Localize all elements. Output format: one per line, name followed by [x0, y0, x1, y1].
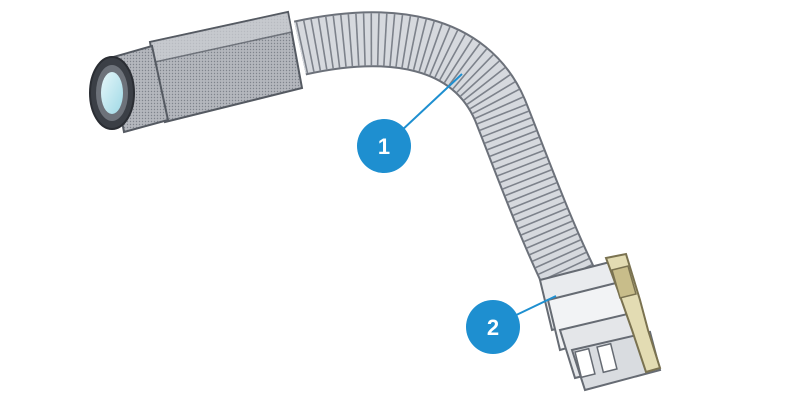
hose-rib: [452, 48, 488, 90]
hose-rib: [339, 14, 347, 67]
hose-rib: [434, 30, 459, 78]
hose-rib: [302, 20, 315, 72]
corrugated-hose: [293, 11, 601, 303]
hose-rib: [535, 245, 584, 269]
leader-line-1: [399, 73, 463, 133]
hose-rib: [376, 13, 380, 66]
hose-rib: [460, 60, 500, 97]
hose-rib: [332, 15, 341, 68]
hose-ribs: [295, 13, 595, 295]
hose-rib: [477, 103, 527, 125]
hose-rib: [456, 54, 494, 93]
hose-rib: [383, 13, 388, 66]
hose-rib: [310, 19, 322, 71]
hose-rib: [474, 96, 524, 120]
hose-rib: [505, 175, 555, 197]
hose-rib: [494, 149, 544, 171]
hose-rib: [513, 194, 562, 216]
hose-rib: [526, 226, 576, 249]
hose-rib: [469, 81, 516, 110]
hose-rib: [317, 17, 328, 70]
hose-rib: [497, 156, 547, 177]
hose-rib: [479, 110, 529, 131]
hose-rib: [523, 220, 573, 243]
callout-2: 2: [466, 300, 520, 354]
hose-rib: [463, 67, 506, 101]
hose-rib: [389, 14, 396, 67]
hose-rib: [418, 21, 435, 72]
hose-rib: [532, 239, 581, 262]
hose-rib: [325, 16, 334, 69]
hose-rib: [482, 117, 532, 138]
hex-fitting: [108, 10, 304, 134]
callout-2-label: 2: [487, 315, 499, 340]
hose-rib: [423, 23, 443, 74]
end-connector: [538, 252, 662, 392]
hose-rib: [521, 214, 570, 236]
lens-end: [89, 56, 135, 130]
hose-rib: [412, 19, 427, 71]
hose-rib: [500, 162, 550, 184]
hose-rib: [515, 201, 565, 223]
hose-rib: [502, 169, 552, 190]
leader-line-2: [509, 295, 557, 319]
hose-rib: [347, 14, 354, 67]
hose-rib: [362, 13, 366, 66]
hose-rib: [538, 251, 587, 275]
hose-rib: [355, 13, 360, 66]
hose-rib: [472, 88, 520, 115]
hose-rib: [395, 14, 404, 67]
callout-1-label: 1: [378, 134, 390, 159]
hose-rib: [529, 233, 578, 256]
hose-rib: [484, 123, 534, 144]
hose-rib: [401, 16, 412, 68]
hose-rib: [295, 21, 309, 74]
hose-rib: [510, 188, 560, 210]
hose-rib: [507, 182, 557, 203]
hose-rib: [518, 207, 568, 230]
hose-rib: [487, 130, 537, 151]
hose-rib: [448, 43, 481, 86]
hose-rib: [466, 74, 511, 105]
hose-rib: [439, 33, 466, 81]
hose-rib: [429, 26, 451, 76]
hose-rib: [407, 17, 420, 69]
hose-rib: [443, 38, 474, 83]
hose-rib: [489, 136, 539, 157]
callout-1: 1: [357, 119, 411, 173]
hose-rib: [492, 143, 542, 164]
